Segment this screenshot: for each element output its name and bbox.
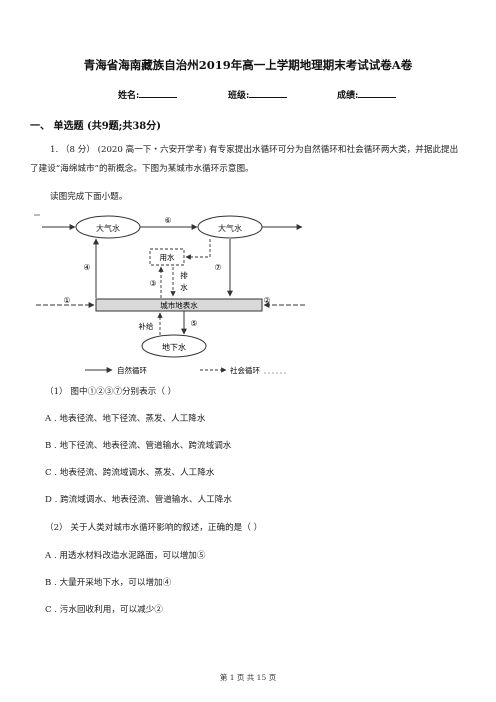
legend-social-label: 社会循环 bbox=[230, 365, 260, 375]
sub-question-1-stem: （1） 图中①②③⑦分别表示（ ） bbox=[45, 387, 177, 397]
sub1-option-a: A . 地表径流、地下径流、蒸发、人工降水 bbox=[45, 414, 206, 424]
drain-label-bottom: 水 bbox=[180, 282, 188, 292]
groundwater-label: 地下水 bbox=[162, 342, 186, 352]
class-blank bbox=[249, 88, 288, 98]
sub1-option-c: C . 地表径流、跨流域调水、蒸发、人工降水 bbox=[45, 468, 215, 478]
label-7: ⑦ bbox=[214, 263, 221, 272]
section-title: 一、 单选题 (共9题;共38分) bbox=[30, 121, 161, 132]
sub-question-2-stem: （2） 关于人类对城市水循环影响的叙述，正确的是（ ） bbox=[45, 523, 263, 533]
used-water-label: 用水 bbox=[160, 252, 175, 262]
sub1-option-b: B . 地下径流、地表径流、管道输水、跨流域调水 bbox=[45, 441, 232, 451]
sub1-option-d: D . 跨流域调水、地表径流、管道输水、人工降水 bbox=[45, 495, 232, 505]
arrow-social-top bbox=[185, 239, 211, 260]
label-2: ② bbox=[263, 296, 270, 305]
score-blank bbox=[358, 88, 397, 98]
score-label: 成绩: bbox=[337, 91, 359, 101]
label-5: ⑤ bbox=[190, 319, 197, 328]
sub2-option-c: C . 污水回收利用，可以减少② bbox=[45, 605, 163, 615]
question-line-1: 1. （8 分） (2020 高一下・六安开学考) 有专家提出水循环可分为自然循… bbox=[50, 145, 459, 155]
groundwater-node bbox=[141, 334, 207, 358]
class-field: 班级: bbox=[228, 88, 288, 101]
label-1: ① bbox=[63, 296, 70, 305]
label-4: ④ bbox=[83, 263, 90, 272]
question-line-2: 了建设“海绵城市”的新概念。下图为某城市水循环示意图。 bbox=[30, 164, 254, 174]
atmosphere-left-label: 大气水 bbox=[96, 223, 120, 233]
question-instruction: 读图完成下面小题。 bbox=[50, 192, 128, 202]
legend-natural-label: 自然循环 bbox=[117, 365, 147, 375]
atmosphere-right-label: 大气水 bbox=[218, 223, 242, 233]
page-footer: 第 1 页 共 15 页 bbox=[219, 673, 277, 682]
name-field: 姓名: bbox=[118, 88, 178, 101]
label-3: ③ bbox=[149, 279, 156, 288]
drain-label-top: 排 bbox=[180, 270, 188, 280]
sub2-option-a: A . 用透水材料改造水泥路面，可以增加⑤ bbox=[45, 551, 206, 561]
used-water-box bbox=[149, 248, 185, 266]
name-label: 姓名: bbox=[118, 91, 140, 101]
label-6: ⑥ bbox=[164, 216, 171, 225]
name-blank bbox=[139, 88, 178, 98]
document-title: 青海省海南藏族自治州2019年高一上学期地理期末考试试卷A卷 bbox=[83, 58, 413, 72]
urban-surface-label: 城市地表水 bbox=[160, 300, 198, 310]
water-cycle-diagram: 大气水 大气水 ⑥ ④ 用水 ③ 排 水 ⑦ 城市地表水 ① ② 地下水 补给 … bbox=[34, 214, 305, 375]
recharge-label: 补给 bbox=[139, 321, 154, 331]
score-field: 成绩: bbox=[337, 88, 397, 101]
sub2-option-b: B . 大量开采地下水，可以增加④ bbox=[45, 578, 172, 588]
class-label: 班级: bbox=[228, 91, 250, 101]
urban-surface-water-bar bbox=[95, 298, 263, 312]
